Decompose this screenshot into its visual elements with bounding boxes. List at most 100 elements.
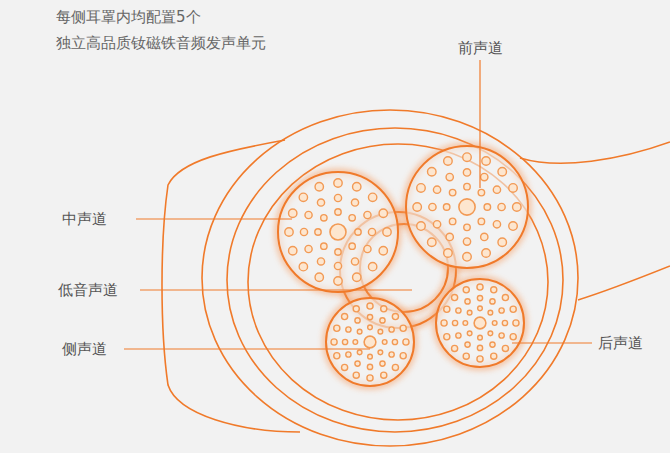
- driver-hole: [509, 184, 518, 193]
- driver-hole: [502, 345, 508, 351]
- driver-hole: [355, 318, 360, 323]
- leader-line: [512, 342, 592, 343]
- driver-hole: [463, 287, 469, 293]
- driver-hole: [459, 199, 475, 215]
- driver-hole: [477, 295, 482, 300]
- driver-hole: [490, 342, 495, 347]
- driver-hole: [477, 356, 483, 362]
- driver-hole: [355, 229, 361, 235]
- driver-hole: [392, 314, 398, 320]
- driver-hole: [351, 199, 358, 206]
- driver-hole: [463, 253, 472, 262]
- headband-edge: [520, 142, 670, 163]
- driver-hole: [413, 203, 422, 212]
- driver-hole: [349, 243, 355, 249]
- driver-hole: [355, 361, 360, 366]
- driver-hole: [400, 325, 406, 331]
- driver-hole: [478, 335, 483, 340]
- driver-hole: [498, 238, 507, 247]
- driver-hole: [334, 262, 341, 269]
- leader-line: [140, 289, 412, 290]
- driver-hole: [364, 211, 371, 218]
- driver-hole: [334, 325, 340, 331]
- driver-hole: [444, 249, 453, 258]
- driver-hole: [478, 189, 485, 196]
- driver-hole: [490, 299, 495, 304]
- driver-hole: [510, 306, 516, 312]
- channel-label: 中声道: [62, 210, 107, 229]
- driver-hole: [305, 245, 312, 252]
- driver-hole: [488, 310, 493, 315]
- driver-hole: [353, 340, 358, 345]
- driver-hole: [357, 350, 362, 355]
- driver-hole: [392, 339, 397, 344]
- driver-hole: [379, 209, 387, 217]
- earcup-ring: [248, 144, 548, 420]
- driver-hole: [478, 218, 485, 225]
- driver-hole: [353, 306, 359, 312]
- driver-hole: [334, 353, 340, 359]
- driver-hole: [491, 353, 497, 359]
- driver-hole: [446, 173, 453, 180]
- driver-hole: [464, 183, 471, 190]
- driver-glow: [406, 146, 528, 268]
- driver-hole: [353, 183, 361, 191]
- driver-hole: [444, 306, 450, 312]
- driver-hole: [456, 333, 461, 338]
- speaker-driver: [436, 279, 524, 367]
- driver-hole: [465, 342, 470, 347]
- driver-hole: [433, 221, 440, 228]
- title: 每侧耳罩内均配置5个 独立高品质钕磁铁音频发声单元: [56, 4, 316, 56]
- driver-hole: [428, 238, 437, 247]
- driver-hole: [463, 153, 472, 162]
- driver-hole: [321, 215, 327, 221]
- driver-hole: [289, 209, 297, 217]
- driver-hole: [509, 222, 518, 231]
- driver-hole: [452, 295, 458, 301]
- driver-hole: [380, 361, 385, 366]
- driver-hole: [299, 262, 307, 270]
- driver-hole: [428, 168, 437, 177]
- driver-rim: [278, 172, 398, 292]
- driver-hole: [367, 303, 373, 309]
- driver-hole: [335, 209, 341, 215]
- headband-edge: [578, 266, 670, 300]
- driver-hole: [368, 354, 373, 359]
- driver-hole: [456, 308, 461, 313]
- driver-hole: [499, 308, 504, 313]
- driver-hole: [315, 183, 323, 191]
- channel-label: 侧声道: [62, 340, 107, 359]
- driver-hole: [331, 339, 337, 345]
- channel-label: 后声道: [598, 334, 643, 353]
- driver-hole: [444, 334, 450, 340]
- driver-hole: [367, 375, 373, 381]
- driver-hole: [493, 221, 500, 228]
- driver-hole: [482, 157, 491, 166]
- channel-label: 低音声道: [58, 281, 118, 300]
- driver-hole: [381, 306, 387, 312]
- leader-line: [136, 218, 292, 219]
- driver-hole: [499, 333, 504, 338]
- speaker-driver: [278, 172, 398, 292]
- driver-hole: [474, 317, 486, 329]
- driver-hole: [357, 329, 362, 334]
- driver-hole: [334, 194, 341, 201]
- driver-hole: [381, 372, 387, 378]
- driver-hole: [484, 204, 491, 211]
- driver-rim: [436, 279, 524, 367]
- driver-hole: [367, 314, 372, 319]
- driver-hole: [467, 310, 472, 315]
- driver-hole: [463, 238, 470, 245]
- driver-hole: [443, 204, 450, 211]
- driver-hole: [433, 186, 440, 193]
- driver-hole: [403, 339, 409, 345]
- driver-hole: [392, 364, 398, 370]
- driver-glow: [436, 279, 524, 367]
- driver-hole: [299, 193, 307, 201]
- driver-hole: [346, 352, 351, 357]
- driver-hole: [417, 184, 426, 193]
- driver-hole: [330, 224, 346, 240]
- driver-glow: [278, 172, 398, 292]
- driver-hole: [449, 218, 456, 225]
- driver-hole: [315, 273, 323, 281]
